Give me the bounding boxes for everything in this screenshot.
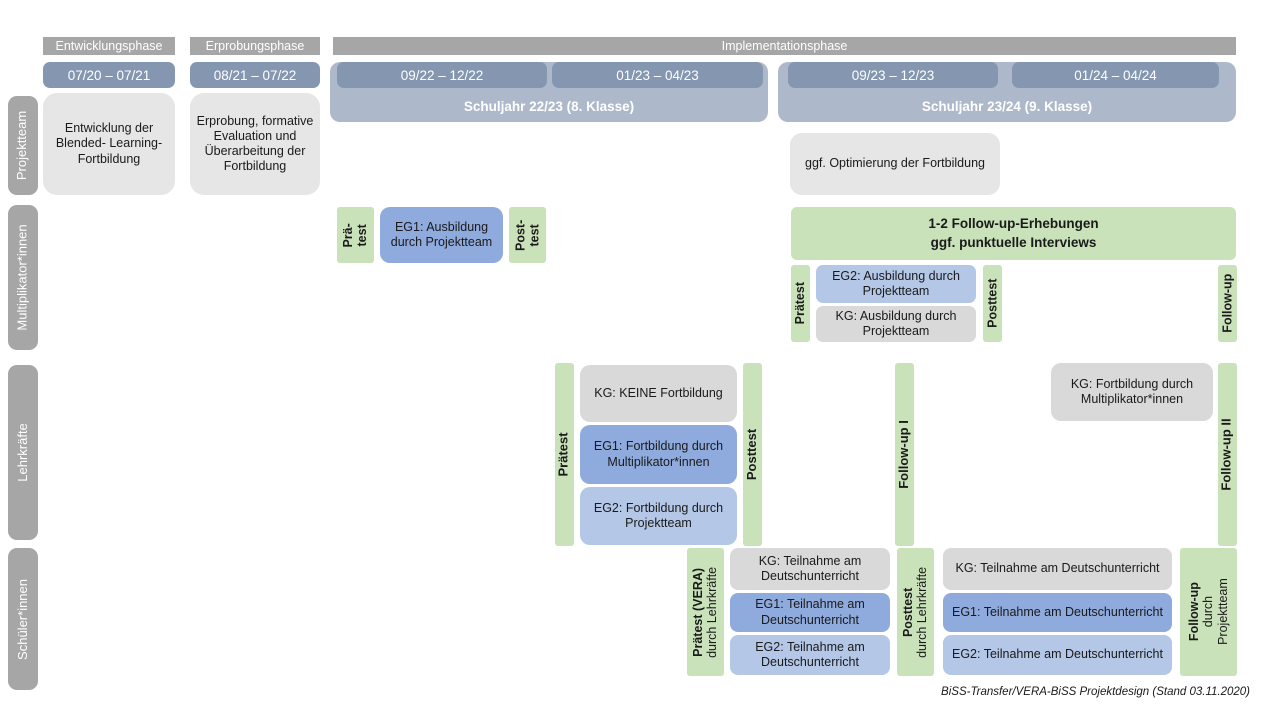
row-label-lehrkraefte: Lehrkräfte — [8, 365, 38, 540]
box-eg2-ausbildung-projektteam-text: EG2: Ausbildung durch Projektteam — [832, 268, 960, 298]
box-followup-erhebungen: 1-2 Follow-up-Erhebungen ggf. punktuelle… — [791, 207, 1236, 260]
box-eg1-teilnahme-1: EG1: Teilnahme am Deutschunterricht — [730, 593, 890, 632]
box-entwicklung-fortbildung: Entwicklung der Blended- Learning- Fortb… — [43, 93, 175, 195]
box-kg-keine-fortbildung: KG: KEINE Fortbildung — [580, 365, 737, 422]
box-eg1-fortbildung-multiplikatoren-text: EG1: Fortbildung durch Multiplikator*inn… — [593, 439, 724, 469]
box-kg-teilnahme-2: KG: Teilnahme am Deutschunterricht — [943, 548, 1172, 590]
phase-implementation: Implementationsphase — [333, 37, 1236, 55]
box-eg2-fortbildung-projektteam-text: EG2: Fortbildung durch Projektteam — [593, 500, 724, 530]
multiplikatoren-posttest-line2: test — [527, 223, 542, 247]
box-eg1-ausbildung-projektteam: EG1: Ausbildung durch Projektteam — [380, 207, 503, 263]
box-eg2-teilnahme-2: EG2: Teilnahme am Deutschunterricht — [943, 635, 1172, 675]
datebar-01-23: 01/23 – 04/23 — [552, 62, 763, 88]
datebar-09-22-label: 09/22 – 12/22 — [400, 67, 484, 83]
box-optimierung-fortbildung: ggf. Optimierung der Fortbildung — [790, 133, 1000, 195]
phase-implementation-label: Implementationsphase — [721, 39, 848, 53]
lehrkraefte-posttest-text: Posttest — [744, 428, 760, 481]
box-followup-erhebungen-line1: 1-2 Follow-up-Erhebungen — [928, 216, 1099, 232]
multiplikatoren-praetest-line1: Prä- — [341, 222, 356, 248]
box-eg2-ausbildung-projektteam: EG2: Ausbildung durch Projektteam — [816, 265, 976, 303]
box-eg1-fortbildung-multiplikatoren: EG1: Fortbildung durch Multiplikator*inn… — [580, 425, 737, 484]
phase-entwicklung: Entwicklungsphase — [43, 37, 175, 55]
box-kg-teilnahme-2-text: KG: Teilnahme am Deutschunterricht — [955, 561, 1160, 576]
box-erprobung-evaluation-text: Erprobung, formative Evaluation und Über… — [196, 113, 314, 174]
lehrkraefte-followup2-bar: Follow-up II — [1218, 363, 1237, 546]
row-label-lehrkraefte-text: Lehrkräfte — [14, 423, 30, 482]
box-eg2-teilnahme-1: EG2: Teilnahme am Deutschunterricht — [730, 635, 890, 675]
multiplikatoren-praetest2-bar: Prätest — [791, 265, 810, 342]
multiplikatoren-praetest2-text: Prätest — [793, 282, 808, 325]
schueler-posttest-sub: durch Lehrkräfte — [915, 566, 930, 658]
row-label-projektteam-text: Projektteam — [14, 110, 30, 181]
box-followup-erhebungen-line2: ggf. punktuelle Interviews — [930, 234, 1097, 250]
datebar-01-23-label: 01/23 – 04/23 — [616, 67, 699, 83]
multiplikatoren-posttest2-bar: Posttest — [983, 265, 1002, 342]
schueler-followup-main: Follow-up — [1186, 582, 1201, 642]
multiplikatoren-posttest-line1: Post- — [513, 219, 528, 251]
schueler-followup-sub2: Projektteam — [1215, 578, 1230, 646]
box-entwicklung-fortbildung-text: Entwicklung der Blended- Learning- Fortb… — [55, 121, 163, 166]
schoolyear-23-24-label: Schuljahr 23/24 (9. Klasse) — [921, 99, 1093, 114]
box-eg2-fortbildung-projektteam: EG2: Fortbildung durch Projektteam — [580, 487, 737, 545]
box-eg1-teilnahme-2: EG1: Teilnahme am Deutschunterricht — [943, 593, 1172, 632]
lehrkraefte-posttest-bar: Posttest — [743, 363, 762, 546]
schoolyear-22-23-label: Schuljahr 22/23 (8. Klasse) — [463, 99, 635, 114]
box-kg-teilnahme-1-text: KG: Teilnahme am Deutschunterricht — [758, 553, 862, 583]
schueler-praetest-vera-main: Prätest (VERA) — [691, 567, 706, 657]
multiplikatoren-followup-bar: Follow-up — [1218, 265, 1237, 342]
box-eg2-teilnahme-1-text: EG2: Teilnahme am Deutschunterricht — [755, 639, 865, 669]
multiplikatoren-posttest-bar: Post- test — [509, 207, 546, 263]
datebar-01-24: 01/24 – 04/24 — [1012, 62, 1219, 88]
schueler-praetest-vera-sub: durch Lehrkräfte — [705, 566, 720, 658]
box-eg1-teilnahme-2-text: EG1: Teilnahme am Deutschunterricht — [952, 604, 1163, 619]
datebar-09-23-label: 09/23 – 12/23 — [851, 67, 935, 83]
box-kg-ausbildung-projektteam: KG: Ausbildung durch Projektteam — [816, 306, 976, 342]
datebar-09-22: 09/22 – 12/22 — [337, 62, 547, 88]
phase-erprobung-label: Erprobungsphase — [205, 39, 305, 53]
phase-entwicklung-label: Entwicklungsphase — [55, 39, 163, 53]
schueler-followup-sub1: durch — [1201, 596, 1216, 628]
box-kg-fortbildung-multiplikatoren-text: KG: Fortbildung durch Multiplikator*inne… — [1070, 376, 1194, 406]
row-label-schueler-text: Schüler*innen — [14, 578, 30, 660]
datebar-07-20-label: 07/20 – 07/21 — [67, 67, 151, 83]
schueler-praetest-vera-bar: Prätest (VERA) durch Lehrkräfte — [687, 548, 724, 676]
box-erprobung-evaluation: Erprobung, formative Evaluation und Über… — [190, 93, 320, 195]
row-label-schueler: Schüler*innen — [8, 548, 38, 690]
phase-erprobung: Erprobungsphase — [190, 37, 320, 55]
multiplikatoren-posttest2-text: Posttest — [985, 278, 1000, 329]
lehrkraefte-followup2-text: Follow-up II — [1219, 418, 1235, 491]
box-kg-keine-fortbildung-text: KG: KEINE Fortbildung — [594, 385, 723, 400]
diagram-caption: BiSS-Transfer/VERA-BiSS Projektdesign (S… — [941, 686, 1250, 698]
box-optimierung-fortbildung-text: ggf. Optimierung der Fortbildung — [805, 156, 985, 171]
datebar-07-20: 07/20 – 07/21 — [43, 62, 175, 88]
datebar-08-21-label: 08/21 – 07/22 — [213, 67, 297, 83]
box-kg-fortbildung-multiplikatoren: KG: Fortbildung durch Multiplikator*inne… — [1051, 363, 1213, 421]
lehrkraefte-praetest-bar: Prätest — [555, 363, 574, 546]
datebar-09-23: 09/23 – 12/23 — [788, 62, 998, 88]
row-label-multiplikatoren: Multiplikator*innen — [8, 205, 38, 350]
row-label-projektteam: Projektteam — [8, 96, 38, 195]
multiplikatoren-praetest-line2: test — [355, 223, 370, 247]
box-eg1-ausbildung-projektteam-text: EG1: Ausbildung durch Projektteam — [390, 219, 493, 249]
schueler-posttest-bar: Posttest durch Lehrkräfte — [897, 548, 934, 676]
box-eg1-teilnahme-1-text: EG1: Teilnahme am Deutschunterricht — [755, 597, 865, 627]
datebar-08-21: 08/21 – 07/22 — [190, 62, 320, 88]
schueler-posttest-main: Posttest — [901, 587, 916, 637]
lehrkraefte-praetest-text: Prätest — [556, 432, 572, 477]
box-kg-ausbildung-projektteam-text: KG: Ausbildung durch Projektteam — [835, 308, 957, 338]
schueler-followup-bar: Follow-up durch Projektteam — [1180, 548, 1237, 676]
lehrkraefte-followup1-text: Follow-up I — [896, 420, 912, 489]
box-eg2-teilnahme-2-text: EG2: Teilnahme am Deutschunterricht — [952, 647, 1163, 662]
row-label-multiplikatoren-text: Multiplikator*innen — [14, 224, 30, 331]
multiplikatoren-followup-text: Follow-up — [1220, 273, 1235, 334]
lehrkraefte-followup1-bar: Follow-up I — [895, 363, 914, 546]
multiplikatoren-praetest-bar: Prä- test — [337, 207, 374, 263]
box-kg-teilnahme-1: KG: Teilnahme am Deutschunterricht — [730, 548, 890, 590]
datebar-01-24-label: 01/24 – 04/24 — [1074, 67, 1157, 83]
